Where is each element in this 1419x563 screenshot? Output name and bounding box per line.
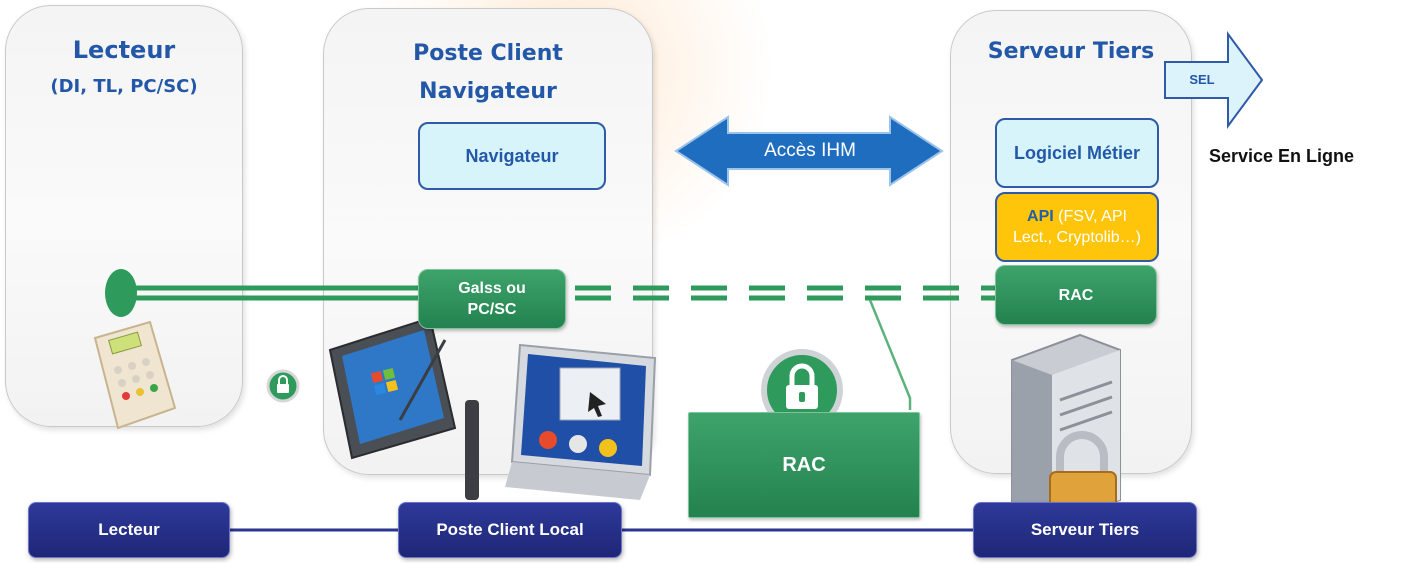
rac-server-box: RAC xyxy=(995,265,1157,325)
acces-ihm-arrow xyxy=(674,115,944,187)
sel-label: SEL xyxy=(1189,72,1215,87)
api-label: API xyxy=(1027,208,1054,225)
galss-line2: PC/SC xyxy=(467,301,517,318)
panel-serveur-tiers-title: Serveur Tiers xyxy=(987,39,1155,64)
api-box: API (FSV, API Lect., Cryptolib…) xyxy=(995,192,1159,262)
panel-lecteur-subtitle: (DI, TL, PC/SC) xyxy=(50,76,198,97)
service-en-ligne-label: Service En Ligne xyxy=(1209,146,1355,166)
panel-lecteur-title: Lecteur xyxy=(72,36,176,64)
bottom-serveur-tiers-box: Serveur Tiers xyxy=(973,502,1197,558)
api-line1: API (FSV, API xyxy=(1027,206,1127,227)
panel-lecteur: Lecteur (DI, TL, PC/SC) xyxy=(5,5,243,427)
navigateur-box: Navigateur xyxy=(418,122,606,190)
panel-poste-client-title-line2: Navigateur xyxy=(419,79,557,104)
acces-ihm-label: Accès IHM xyxy=(764,140,856,161)
galss-box: Galss ou PC/SC xyxy=(418,269,566,329)
sel-arrow xyxy=(1164,30,1264,130)
galss-line1: Galss ou xyxy=(458,280,526,297)
lock-icon xyxy=(266,369,300,403)
card-reader-icon xyxy=(93,320,177,430)
tablet-pc-icon xyxy=(328,316,457,460)
api-line1-rest: (FSV, API xyxy=(1053,208,1127,225)
reader-endpoint xyxy=(105,269,137,317)
panel-poste-client-title-line1: Poste Client xyxy=(413,41,563,66)
logiciel-metier-box: Logiciel Métier xyxy=(995,118,1159,188)
rac-center-box: RAC xyxy=(688,412,920,518)
bottom-lecteur-box: Lecteur xyxy=(28,502,230,558)
rac-connector xyxy=(868,299,912,410)
api-line2: Lect., Cryptolib…) xyxy=(1012,229,1142,246)
bottom-poste-client-local-box: Poste Client Local xyxy=(398,502,622,558)
desktop-computer-icon xyxy=(465,343,657,500)
